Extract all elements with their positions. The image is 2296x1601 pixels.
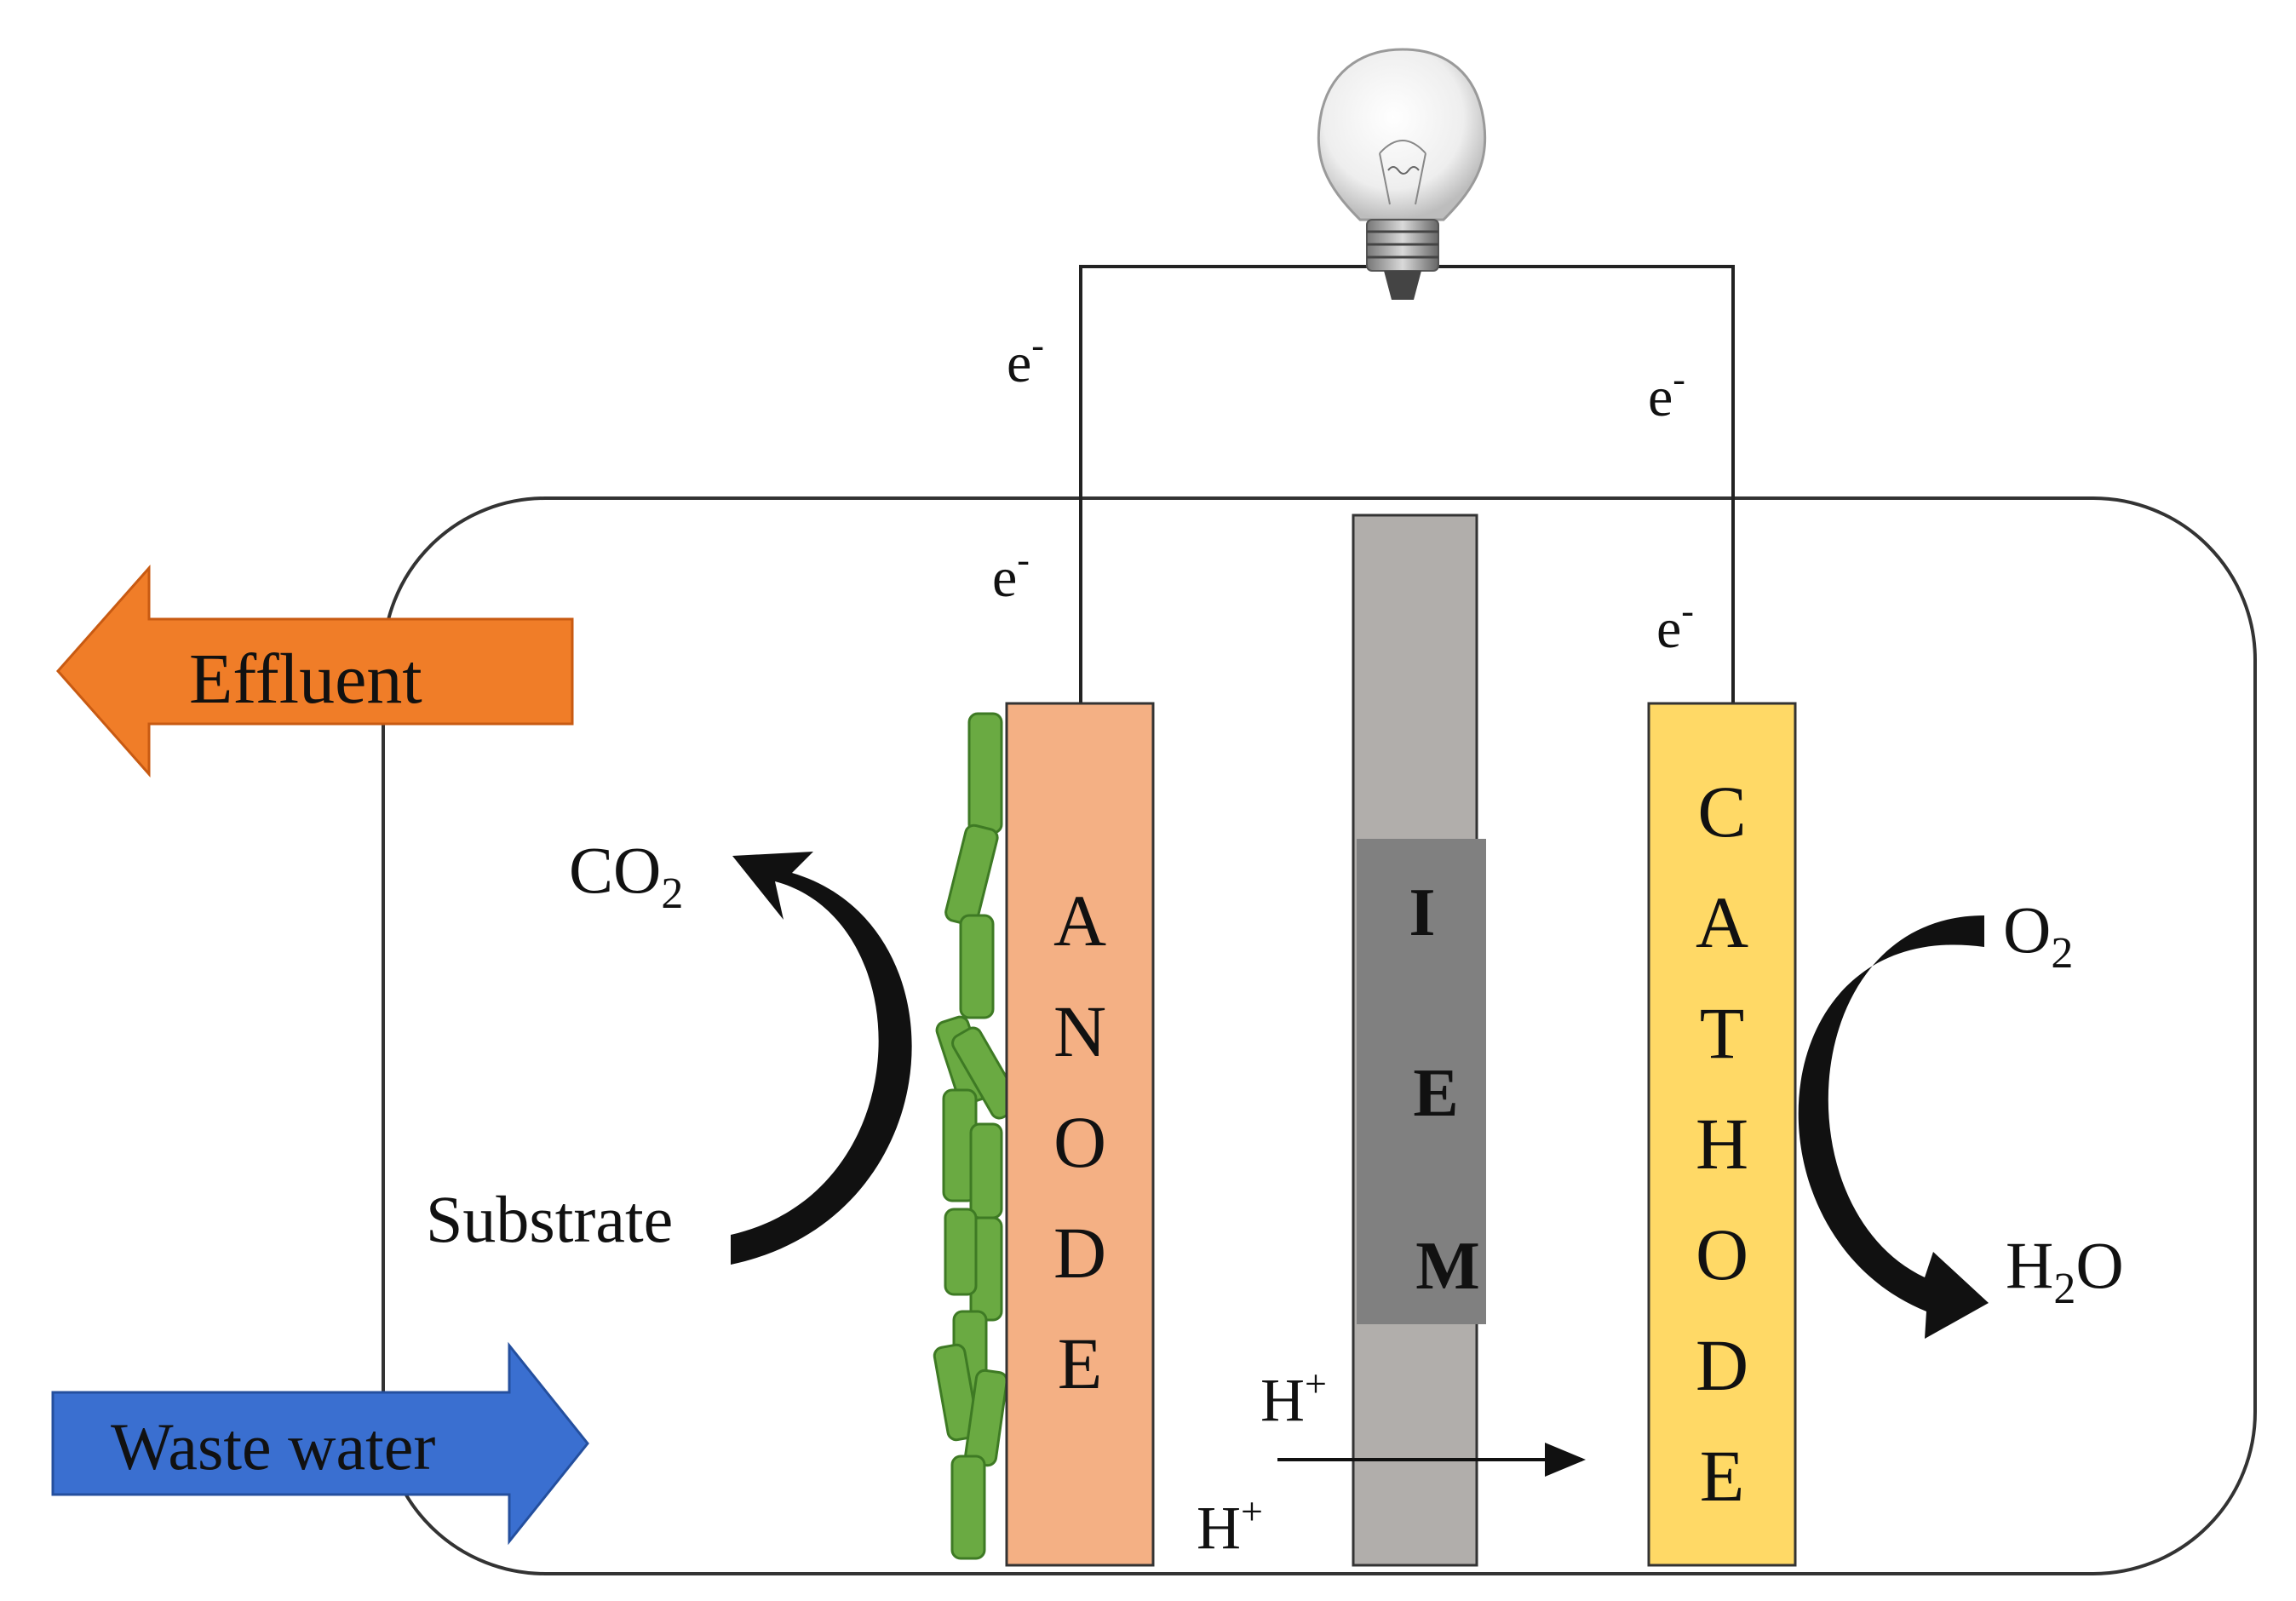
external-circuit [1079,265,1735,703]
membrane-letter: M [1415,1229,1480,1304]
h2o-label: H2O [2006,1228,2124,1313]
substrate-label: Substrate [426,1182,673,1256]
cathode-letter: A [1696,881,1748,963]
reactor-chamber [382,496,2257,1575]
anode-electrode: A N O D E [1005,702,1155,1567]
curved-arrow-icon [731,852,912,1265]
svg-text:e-: e- [1007,324,1044,394]
light-bulb-icon [1317,48,1487,300]
anode-letter: D [1053,1212,1106,1294]
anode-letter: N [1053,990,1106,1072]
svg-text:H+: H+ [1197,1489,1263,1562]
cathode-letter: H [1696,1103,1748,1185]
co2-label: CO2 [569,833,683,918]
ion-exchange-membrane: I E M [1352,514,1486,1567]
cathode-letter: T [1700,992,1745,1074]
svg-text:e-: e- [1656,590,1694,660]
membrane-letter: E [1413,1056,1458,1131]
effluent-label: Effluent [189,640,422,719]
proton-label: H+ [1260,1362,1327,1434]
svg-text:H+: H+ [1260,1362,1327,1434]
cathode-electrode: C A T H O D E [1647,702,1797,1567]
cathode-letter: O [1696,1214,1748,1295]
proton-label: H+ [1197,1489,1263,1562]
biofilm [933,712,1021,1560]
anode-letter: O [1053,1101,1106,1183]
anode-letter: A [1053,880,1106,961]
waste-water-label: Waste water [111,1409,435,1483]
electron-label: e- [992,539,1030,609]
anode-reaction: Substrate CO2 [426,833,912,1265]
effluent-arrow: Effluent [55,565,574,778]
electron-label: e- [1007,324,1044,394]
cathode-letter: E [1700,1435,1745,1517]
curved-arrow-icon [1798,915,1989,1339]
electron-label: e- [1648,359,1685,428]
cathode-letter: C [1697,771,1746,852]
cathode-reaction: O2 H2O [1798,892,2124,1339]
membrane-letter: I [1409,875,1435,950]
svg-text:e-: e- [992,539,1030,609]
o2-label: O2 [2003,892,2073,978]
waste-water-arrow: Waste water [51,1341,589,1546]
electron-label: e- [1656,590,1694,660]
svg-text:e-: e- [1648,359,1685,428]
cathode-letter: D [1696,1324,1748,1406]
anode-letter: E [1058,1323,1103,1404]
